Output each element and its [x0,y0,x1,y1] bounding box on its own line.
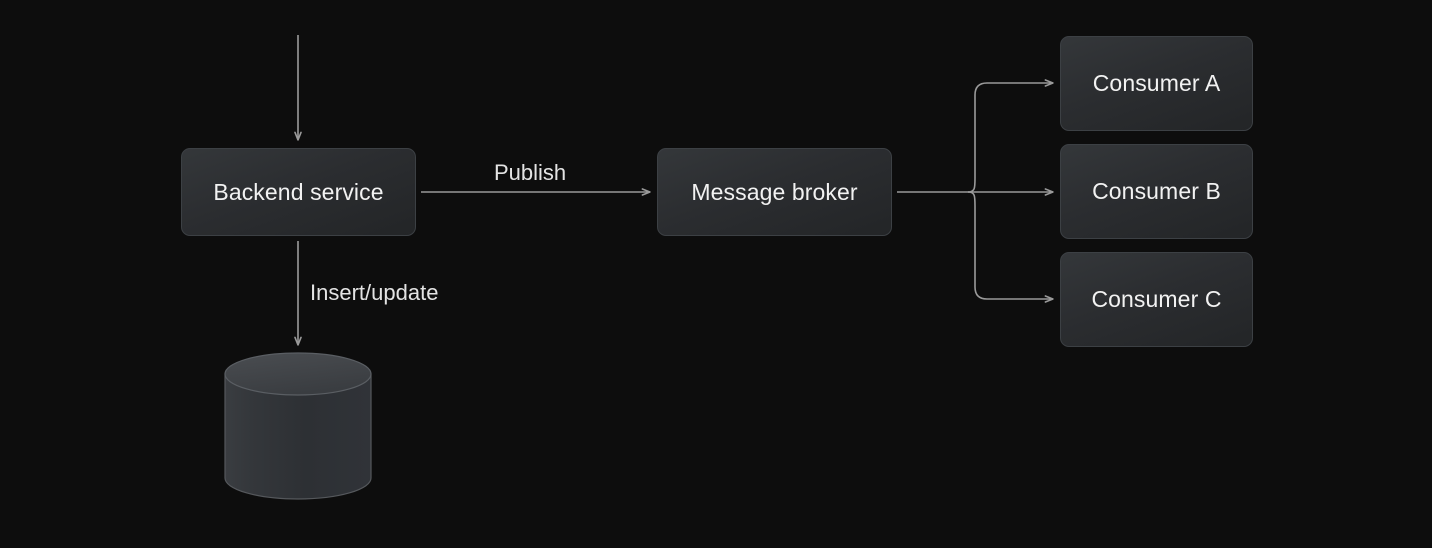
database-top [224,352,372,396]
node-consumer-c[interactable]: Consumer C [1060,252,1253,347]
node-consumer-b[interactable]: Consumer B [1060,144,1253,239]
node-consumer-a[interactable]: Consumer A [1060,36,1253,131]
edge-label-publish: Publish [494,160,567,185]
node-message-broker-label: Message broker [691,178,858,205]
node-consumer-b-label: Consumer B [1092,178,1221,204]
node-consumer-c-label: Consumer C [1091,286,1222,312]
node-backend-service[interactable]: Backend service [181,148,416,236]
database-cylinder [224,352,372,500]
node-backend-service-label: Backend service [213,178,384,205]
edge-broker-to-consumer-c [967,191,1054,303]
node-message-broker[interactable]: Message broker [657,148,892,236]
database-body [224,373,372,500]
edge-broker-to-consumer-a [967,79,1054,193]
edge-label-insert-update: Insert/update [310,280,439,305]
node-consumer-a-label: Consumer A [1092,70,1221,96]
